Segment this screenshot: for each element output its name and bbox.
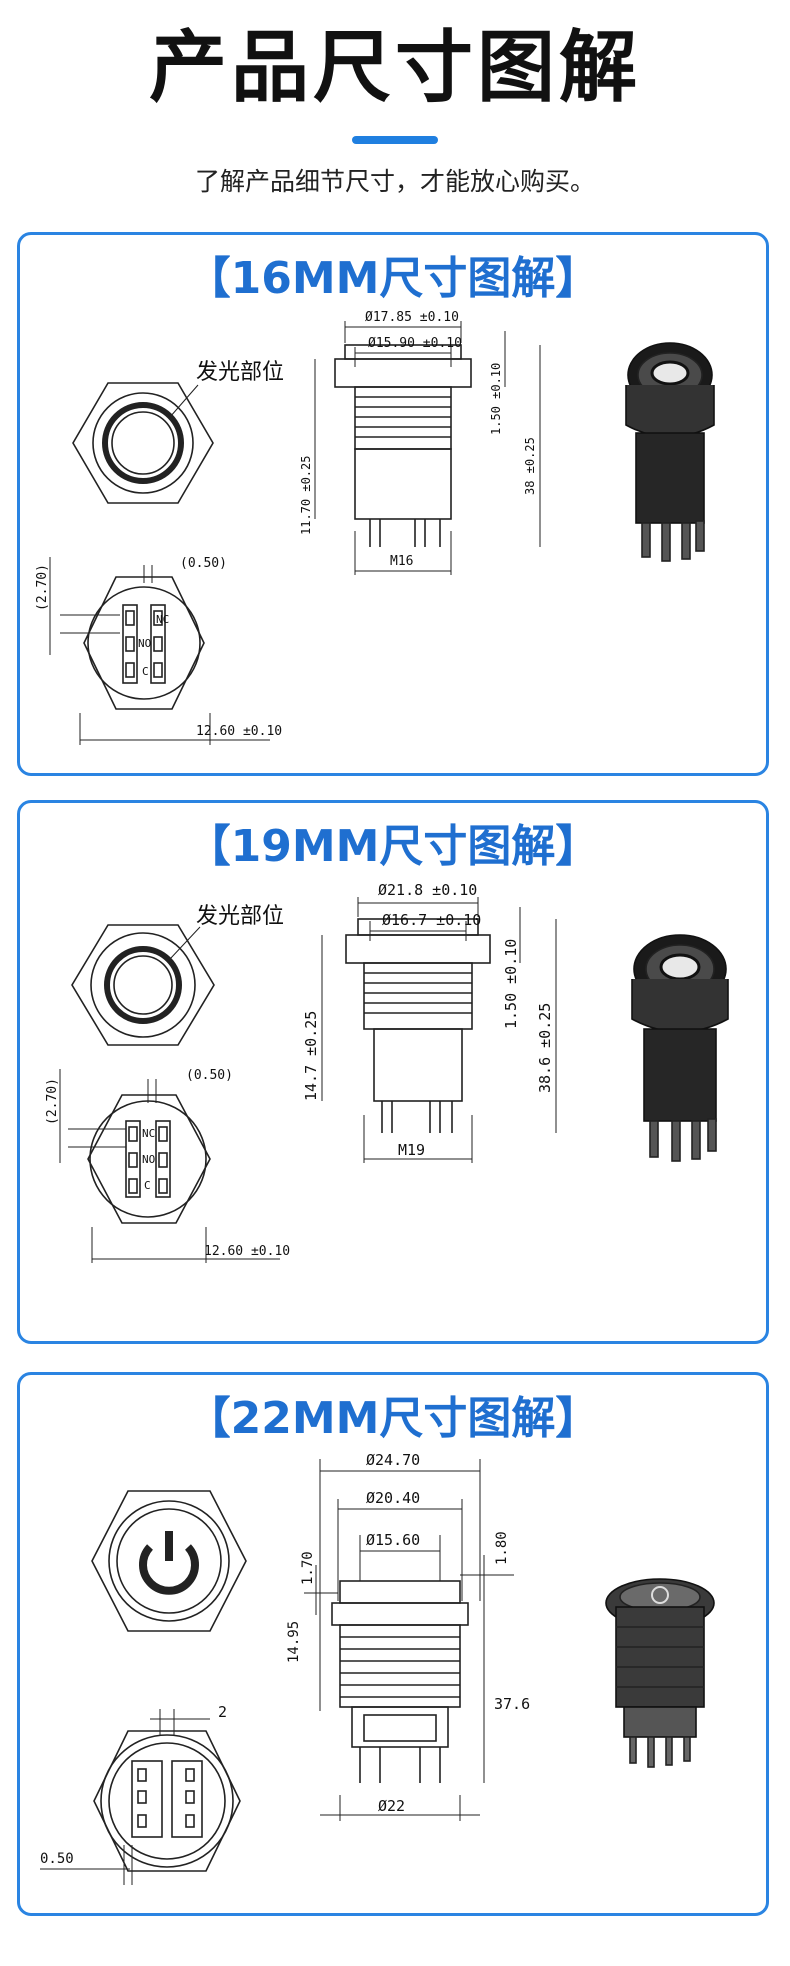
dim-pin-gap: (0.50) xyxy=(186,1068,233,1083)
top-view xyxy=(72,382,214,504)
product-image xyxy=(605,1578,715,1768)
dim-body-h: 11.70 ±0.25 xyxy=(299,456,313,535)
product-image xyxy=(625,342,715,562)
section-title: 【16MM尺寸图解】 xyxy=(186,253,600,304)
dim-right-h: 1.80 xyxy=(494,1531,510,1565)
dim-outer-dia: Ø21.8 ±0.10 xyxy=(378,881,477,899)
dim-thread: M19 xyxy=(398,1141,425,1159)
dim-outer-dia: Ø17.85 ±0.10 xyxy=(365,310,459,325)
dim-top-h: 1.50 ±0.10 xyxy=(489,363,503,435)
dim-mid-dia: Ø20.40 xyxy=(366,1489,420,1507)
bottom-view xyxy=(40,1709,241,1885)
section-22mm: 【22MM尺寸图解】 2 0.50 xyxy=(17,1372,769,1916)
dim-pin-gap: 2 xyxy=(218,1703,227,1721)
dim-inner-dia: Ø15.60 xyxy=(366,1531,420,1549)
led-label: 发光部位 xyxy=(196,360,284,385)
dim-total-h: 38.6 ±0.25 xyxy=(536,1003,554,1093)
pin-label-c: C xyxy=(144,1179,151,1192)
section-title: 【19MM尺寸图解】 xyxy=(186,821,600,872)
product-image xyxy=(631,934,729,1162)
dim-left-h: 1.70 xyxy=(300,1551,316,1585)
dim-body-h: 14.95 xyxy=(286,1621,302,1663)
dim-width: 12.60 ±0.10 xyxy=(204,1244,290,1259)
dim-outer-dia: Ø24.70 xyxy=(366,1451,420,1469)
top-view xyxy=(91,1490,247,1632)
dim-total-h: 37.6 xyxy=(494,1695,530,1713)
section-16mm: 【16MM尺寸图解】 发光部位 NC NO xyxy=(17,232,769,776)
page-title: 产品尺寸图解 xyxy=(148,23,641,113)
pin-label-c: C xyxy=(142,665,149,678)
pin-label-no: NO xyxy=(138,637,151,650)
dim-bottom-dia: Ø22 xyxy=(378,1797,405,1815)
page-subtitle: 了解产品细节尺寸，才能放心购买。 xyxy=(194,167,595,196)
pin-label-nc: NC xyxy=(142,1127,155,1140)
bottom-view xyxy=(59,1069,280,1263)
side-view xyxy=(321,897,557,1163)
dim-inner-dia: Ø16.7 ±0.10 xyxy=(382,911,481,929)
side-view xyxy=(304,1459,514,1821)
dim-total-h: 38 ±0.25 xyxy=(523,437,537,495)
pin-label-no: NO xyxy=(142,1153,155,1166)
top-view xyxy=(71,924,215,1046)
dim-thread: M16 xyxy=(390,554,413,569)
dim-top-h: 1.50 ±0.10 xyxy=(502,939,520,1029)
dim-body-h: 14.7 ±0.25 xyxy=(302,1011,320,1101)
dim-pin-width: (2.70) xyxy=(45,1078,60,1125)
dim-pin-gap: (0.50) xyxy=(180,556,227,571)
dimension-drawing-16mm: 发光部位 NC NO C (0.50) (2.70) 12.60 ±0.10 xyxy=(35,310,715,745)
led-label: 发光部位 xyxy=(196,904,284,929)
dim-inner-dia: Ø15.90 ±0.10 xyxy=(368,336,462,351)
side-view xyxy=(314,321,541,575)
section-19mm: 【19MM尺寸图解】 发光部位 NC NO C xyxy=(17,800,769,1344)
section-title: 【22MM尺寸图解】 xyxy=(186,1393,600,1444)
dim-offset: 0.50 xyxy=(40,1851,74,1867)
title-accent-bar xyxy=(352,136,438,144)
dimension-drawing-22mm: 2 0.50 xyxy=(40,1451,715,1885)
pin-label-nc: NC xyxy=(156,613,169,626)
dim-pin-width: (2.70) xyxy=(35,564,50,611)
dim-width: 12.60 ±0.10 xyxy=(196,724,282,739)
dimension-drawing-19mm: 发光部位 NC NO C (0.50) (2.70) 12.60 ±0.10 xyxy=(45,881,729,1263)
bottom-view xyxy=(49,557,270,745)
